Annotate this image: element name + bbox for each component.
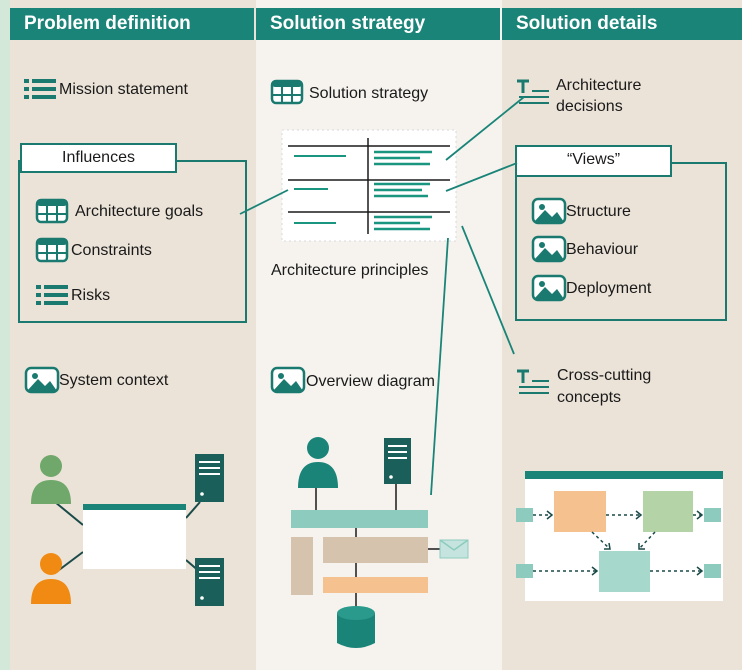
overview-diagram-label: Overview diagram bbox=[306, 373, 435, 390]
database-icon bbox=[337, 606, 375, 648]
image-icon bbox=[24, 366, 60, 394]
cross-cutting-diagram bbox=[516, 471, 723, 601]
header-solution-details: Solution details bbox=[502, 8, 742, 40]
server-icon bbox=[384, 438, 411, 484]
image-icon bbox=[531, 235, 567, 263]
cross-cutting-label-line1: Cross-cutting bbox=[557, 367, 652, 384]
table-icon bbox=[270, 79, 304, 105]
list-icon bbox=[36, 285, 68, 305]
connector-principles-to-overview bbox=[430, 237, 449, 496]
table-icon bbox=[35, 237, 69, 263]
architecture-decisions-label-line2: decisions bbox=[556, 98, 623, 115]
architecture-goals-label: Architecture goals bbox=[75, 203, 204, 220]
cross-cutting-label-line2: concepts bbox=[557, 389, 622, 406]
connector-principles-to-crosscutting bbox=[461, 225, 515, 355]
mail-icon bbox=[439, 539, 469, 559]
image-icon bbox=[531, 197, 567, 225]
server-icon bbox=[195, 558, 224, 606]
image-icon bbox=[531, 274, 567, 302]
constraints-label: Constraints bbox=[71, 242, 152, 259]
connector-principles-to-views bbox=[445, 162, 518, 192]
image-icon bbox=[270, 366, 306, 394]
behaviour-label: Behaviour bbox=[566, 241, 639, 258]
architecture-decisions-label-line1: Architecture bbox=[556, 77, 642, 94]
text-icon bbox=[517, 369, 549, 394]
overview-diagram bbox=[291, 437, 469, 648]
principles-table bbox=[281, 129, 457, 242]
solution-strategy-label: Solution strategy bbox=[309, 85, 429, 102]
connector-goals-to-principles bbox=[239, 189, 289, 215]
connector-principles-to-decisions bbox=[445, 96, 525, 161]
views-label: “Views” bbox=[515, 145, 672, 177]
influences-label: Influences bbox=[20, 143, 177, 173]
architecture-principles-label: Architecture principles bbox=[271, 262, 429, 279]
system-context-label: System context bbox=[59, 372, 169, 389]
deployment-label: Deployment bbox=[566, 280, 652, 297]
structure-label: Structure bbox=[566, 203, 631, 220]
person-icon bbox=[31, 553, 71, 604]
mission-statement-label: Mission statement bbox=[59, 81, 188, 98]
risks-label: Risks bbox=[71, 287, 111, 304]
server-icon bbox=[195, 454, 224, 502]
person-icon bbox=[298, 437, 338, 488]
person-icon bbox=[31, 455, 71, 504]
table-icon bbox=[35, 198, 69, 224]
header-solution-strategy: Solution strategy bbox=[256, 8, 500, 40]
list-icon bbox=[24, 79, 56, 99]
header-problem-definition: Problem definition bbox=[10, 8, 254, 40]
system-context-diagram bbox=[31, 454, 224, 606]
